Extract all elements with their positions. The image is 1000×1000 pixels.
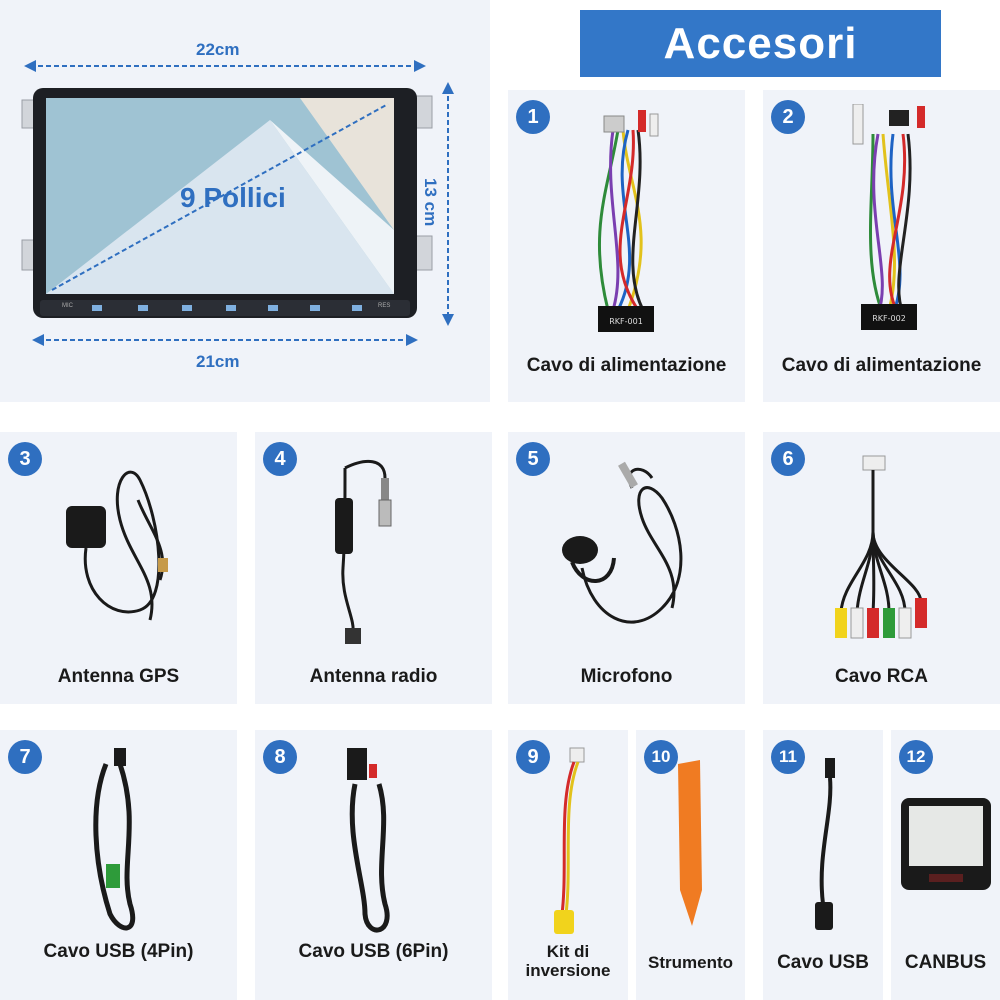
item-number-badge: 4 <box>263 442 297 476</box>
accessory-item: 2 RKF-002 Cavo di alimentazione <box>763 90 1000 402</box>
canbus-box-image <box>901 798 991 890</box>
item-label: Microfono <box>580 666 673 687</box>
usb-cable-image <box>815 758 835 930</box>
screen-size-label: 9 Pollici <box>180 182 286 213</box>
item-number-badge: 12 <box>899 740 933 774</box>
item-label: Antenna radio <box>309 666 438 687</box>
svg-text:RKF-001: RKF-001 <box>609 317 643 326</box>
gps-antenna-image <box>66 470 168 621</box>
item-number-badge: 1 <box>516 100 550 134</box>
usb-6pin-cable-image <box>347 748 390 933</box>
svg-text:RKF-002: RKF-002 <box>872 314 906 323</box>
item-label-line1: Kit di <box>546 942 590 961</box>
item-label: Cavo USB (4Pin) <box>43 941 194 962</box>
item-number-badge: 5 <box>516 442 550 476</box>
pry-tool-image <box>678 760 702 926</box>
rst-label: RES <box>378 303 391 309</box>
accessory-item: 5 Microfono <box>508 432 745 704</box>
accessory-item: 8 Cavo USB (6Pin) <box>255 730 492 1000</box>
item-label: Kit di inversione <box>508 942 628 980</box>
rca-cable-image <box>835 455 927 639</box>
mic-label: MIC <box>62 303 73 309</box>
item-number-badge: 7 <box>8 740 42 774</box>
reverse-kit-image <box>554 747 585 934</box>
item-number-badge: 3 <box>8 442 42 476</box>
accessory-item: 3 Antenna GPS <box>0 432 237 704</box>
item-number-badge: 9 <box>516 740 550 774</box>
accessory-item: 12 CANBUS <box>891 730 1000 1000</box>
head-unit-image <box>21 60 454 346</box>
item-number-badge: 10 <box>644 740 678 774</box>
accessory-item: 6 Cavo RCA <box>763 432 1000 704</box>
width-dimension-label: 22cm <box>196 40 240 59</box>
item-label: Strumento <box>648 953 733 972</box>
item-label: Cavo di alimentazione <box>781 355 982 376</box>
accessory-item: 11 Cavo USB <box>763 730 883 1000</box>
item-number-badge: 2 <box>771 100 805 134</box>
item-label: Cavo RCA <box>835 666 928 687</box>
item-label: CANBUS <box>904 952 987 973</box>
accessories-title: Accesori <box>580 10 941 77</box>
power-cable-image: RKF-002 <box>852 104 925 330</box>
item-number-badge: 11 <box>771 740 805 774</box>
item-number-badge: 6 <box>771 442 805 476</box>
item-label-line2: inversione <box>525 961 611 980</box>
accessory-item: 9 Kit di inversione <box>508 730 628 1000</box>
accessory-item: 7 Cavo USB (4Pin) <box>0 730 237 1000</box>
device-panel: 22cm 13 cm 21cm 9 Pollici MIC RES <box>0 0 490 402</box>
height-dimension-label: 13 cm <box>421 178 440 227</box>
item-label: Antenna GPS <box>57 666 180 687</box>
item-number-badge: 8 <box>263 740 297 774</box>
power-cable-image: RKF-001 <box>597 110 659 332</box>
microphone-image <box>562 461 683 624</box>
bottom-width-dimension-label: 21cm <box>196 352 240 371</box>
item-label: Cavo di alimentazione <box>526 355 727 376</box>
accessory-item: 1 RKF-001 Cavo di alimentazione <box>508 90 745 402</box>
item-label: Cavo USB (6Pin) <box>298 941 449 962</box>
radio-antenna-image <box>335 459 392 644</box>
accessory-item: 10 Strumento <box>636 730 745 1000</box>
accessory-item: 4 Antenna radio <box>255 432 492 704</box>
item-label: Cavo USB <box>777 952 869 973</box>
usb-4pin-cable-image <box>93 748 136 931</box>
